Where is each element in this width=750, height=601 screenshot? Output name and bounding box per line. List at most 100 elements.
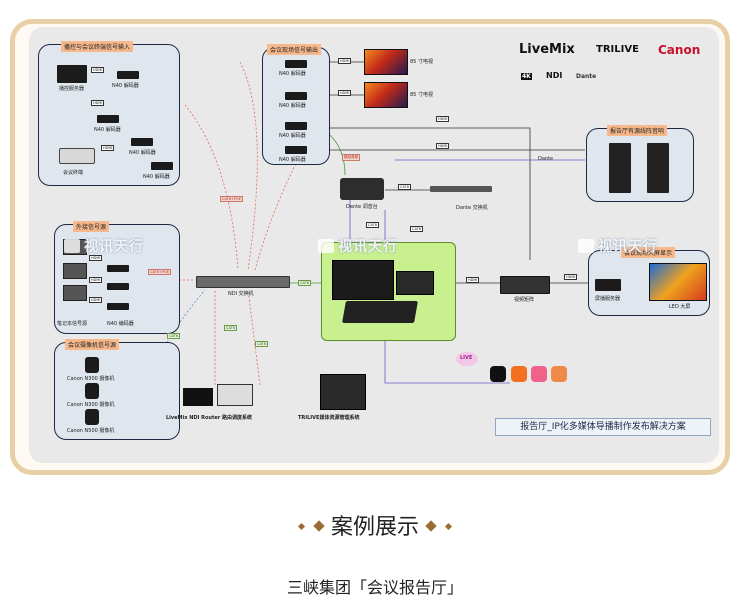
out-decoder-4 xyxy=(285,146,307,154)
kuaishou-icon[interactable] xyxy=(511,366,527,382)
tag-xlr: 模拟音频 xyxy=(342,154,360,161)
preview-monitor xyxy=(396,271,434,295)
playout-server-label: 播控服务器 xyxy=(59,86,85,92)
brand-dante: Dante xyxy=(576,73,597,80)
out-decoder-2 xyxy=(285,92,307,100)
group-audio-title: 报告厅有源线阵音响 xyxy=(607,125,668,136)
encoder-2 xyxy=(107,283,129,290)
brand-trilive: TRILIVE xyxy=(596,44,639,55)
group-audio: 报告厅有源线阵音响 xyxy=(586,125,694,202)
tag-hdmi-conf3: HDMI xyxy=(436,116,450,122)
out-decoder-4-label: N40 解码器 xyxy=(279,157,306,163)
multiview-monitor xyxy=(332,260,394,300)
tag-hdmi-large: HDMI xyxy=(564,274,578,280)
decoder-4 xyxy=(151,162,173,170)
tag-hdmi-ext2: HDMI xyxy=(89,277,103,283)
tv-1-label: 85 寸电视 xyxy=(410,59,433,65)
dante-switch-label: Dante 交换机 xyxy=(456,205,488,211)
out-decoder-1 xyxy=(285,60,307,68)
camera-2 xyxy=(85,383,99,399)
diamond-icon xyxy=(313,520,325,532)
camera-3-label: Canon N500 摄像机 xyxy=(67,428,115,434)
screen-player-label: 屏播服务器 xyxy=(595,296,621,302)
encoder-3 xyxy=(107,303,129,310)
line-array-left xyxy=(609,143,631,193)
asset-label: TRILIVE媒体资源管理系统 xyxy=(298,415,360,421)
group-conference-output: 会议现场信号输出 N40 解码器 N40 解码器 N40 解码器 N40 解码器 xyxy=(262,44,330,165)
group-external-title: 外接信号源 xyxy=(73,221,110,232)
line-array-right xyxy=(647,143,669,193)
camera-3 xyxy=(85,409,99,425)
tag-cat6-cam: CAT6 xyxy=(167,333,180,339)
laptop-3 xyxy=(63,285,87,301)
solution-title: 报告厅_IP化多媒体导播制作发布解决方案 xyxy=(495,418,711,436)
tv-2-label: 85 寸电视 xyxy=(410,92,433,98)
brand-livemix: LiveMix xyxy=(519,42,575,57)
tv-2 xyxy=(364,82,408,108)
tag-cat6-router: CAT6 xyxy=(224,325,237,331)
brand-canon: Canon xyxy=(658,43,701,57)
camera-2-label: Canon N300 摄像机 xyxy=(67,402,115,408)
router-monitor-2 xyxy=(217,384,253,406)
live-badge-text: LIVE xyxy=(460,355,473,361)
encoder-1 xyxy=(107,265,129,272)
decoder-3 xyxy=(131,138,153,146)
production-center xyxy=(321,242,456,341)
router-workstation xyxy=(183,382,253,410)
live-app-icon[interactable] xyxy=(551,366,567,382)
tag-cat6-ndi: CAT6 xyxy=(298,280,311,286)
diamond-icon xyxy=(444,522,453,531)
section-heading: 案例展示 xyxy=(0,509,750,541)
led-wall xyxy=(649,263,707,301)
router-monitor-1 xyxy=(183,388,213,406)
camera-1-label: Canon N300 摄像机 xyxy=(67,376,115,382)
out-decoder-1-label: N40 解码器 xyxy=(279,71,306,77)
laptop-2 xyxy=(63,263,87,279)
group-remote-title: 播控与会议终端信号输入 xyxy=(61,41,134,52)
video-matrix-label: 视频矩阵 xyxy=(514,297,535,303)
dante-line-label: Dante xyxy=(538,156,554,162)
out-decoder-2-label: N40 解码器 xyxy=(279,103,306,109)
tag-cat6-mixer: CAT6 xyxy=(398,184,411,190)
ndi-switch-label: NDI 交换机 xyxy=(228,291,254,297)
screen-player xyxy=(595,279,621,291)
switcher-panel xyxy=(342,301,418,323)
diamond-icon xyxy=(425,520,437,532)
tag-hdmi-tv1: HDMI xyxy=(338,58,352,64)
case-caption: 三峡集团「会议报告厅」 xyxy=(286,578,463,597)
douyin-icon[interactable] xyxy=(490,366,506,382)
watermark-2: 视讯天行 xyxy=(318,236,398,256)
decoder-4-label: N40 解码器 xyxy=(143,174,170,180)
conference-terminal xyxy=(59,148,95,164)
conference-terminal-label: 会议终端 xyxy=(63,170,84,176)
out-decoder-3-label: N40 解码器 xyxy=(279,133,306,139)
brand-ndi: NDI xyxy=(546,71,563,80)
tag-hdmi-ext1: HDMI xyxy=(89,255,103,261)
tag-cat6poe-top: CAT6+POE xyxy=(220,196,243,202)
tag-cat6poe-left: CAT6+POE xyxy=(148,269,171,275)
ndi-switch xyxy=(196,276,290,288)
tag-hdmi-conf4: HDMI xyxy=(436,143,450,149)
group-camera: 会议摄像机信号源 Canon N300 摄像机 Canon N300 摄像机 C… xyxy=(54,339,180,440)
group-conf-out-title: 会议现场信号输出 xyxy=(267,44,322,55)
tag-hdmi-r3: HDMI xyxy=(101,145,115,151)
group-remote-inputs: 播控与会议终端信号输入 播控服务器 N40 解码器 N40 解码器 N40 解码… xyxy=(38,41,180,186)
vlog-app-icon[interactable] xyxy=(531,366,547,382)
laptop-label: 笔记本信号源 xyxy=(57,321,88,327)
dante-switch xyxy=(430,186,492,192)
tag-cat6-prod1: CAT6 xyxy=(366,222,379,228)
decoder-1-label: N40 解码器 xyxy=(112,83,139,89)
tag-hdmi-matrix: HDMI xyxy=(466,277,480,283)
decoder-2 xyxy=(97,115,119,123)
video-matrix xyxy=(500,276,550,294)
live-badge xyxy=(456,352,478,366)
asset-workstation xyxy=(320,374,366,410)
dante-mixer xyxy=(340,178,384,200)
tv-1 xyxy=(364,49,408,75)
watermark-3: 视讯天行 xyxy=(578,236,658,256)
group-large-title: 会议现场大屏显示 xyxy=(621,247,676,258)
decoder-1 xyxy=(117,71,139,79)
group-large-screen: 会议现场大屏显示 屏播服务器 LED 大屏 xyxy=(588,247,710,316)
playout-server xyxy=(57,65,87,83)
tag-hdmi-r2: HDMI xyxy=(91,100,105,106)
